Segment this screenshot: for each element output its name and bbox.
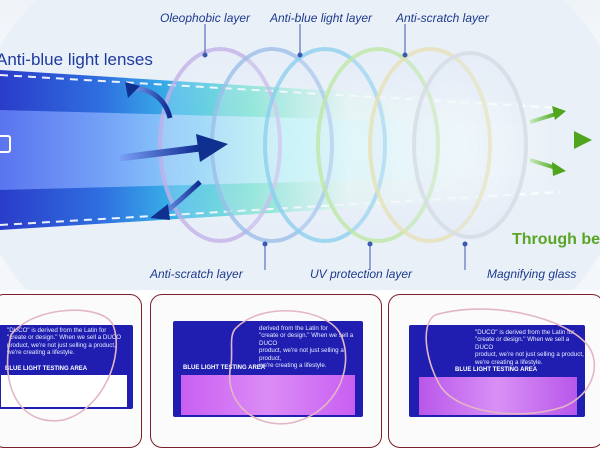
label-anti-scratch-layer-bottom: Anti-scratch layer: [150, 267, 243, 281]
label-uv-protection-layer: UV protection layer: [310, 267, 413, 281]
reflect-up-arrow: [125, 82, 140, 98]
lens-stack: [158, 47, 528, 243]
test-panel-2: derived from the Latin for "create or de…: [150, 294, 382, 448]
reflect-down-arrow: [150, 204, 170, 220]
testing-area-label: BLUE LIGHT TESTING AREA: [455, 367, 538, 373]
lens-magnifying: [412, 51, 528, 239]
through-text: Through ber: [512, 231, 600, 248]
passthrough-arrows: [528, 106, 592, 176]
testing-area-purple: [419, 377, 577, 415]
lens-outline: [228, 310, 347, 425]
testing-area-label: BLUE LIGHT TESTING AREA: [5, 366, 88, 372]
card-text: "DUCO" is derived from the Latin for "cr…: [7, 327, 122, 357]
testing-area-label: BLUE LIGHT TESTING AREA: [183, 365, 266, 371]
label-anti-scratch-layer-top: Anti-scratch layer: [396, 11, 489, 25]
test-panel-1: "DUCO" is derived from the Latin for "cr…: [0, 294, 142, 448]
lens-illustration: [0, 0, 600, 290]
label-magnifying-glass: Magnifying glass: [487, 267, 577, 281]
blue-light-arrow: [196, 134, 228, 162]
test-panel-3: "DUCO" is derived from the Latin for "cr…: [388, 294, 600, 448]
testing-area-purple: [181, 375, 355, 415]
test-card: derived from the Latin for "create or de…: [173, 321, 363, 417]
screen-icon: [0, 135, 11, 153]
lens-outline: [6, 309, 118, 422]
hero-title: Anti-blue light lenses: [0, 50, 153, 69]
card-text: "DUCO" is derived from the Latin for "cr…: [475, 329, 584, 366]
test-card: "DUCO" is derived from the Latin for "cr…: [0, 325, 133, 409]
card-text: derived from the Latin for "create or de…: [259, 325, 354, 370]
testing-area-white: [1, 375, 127, 407]
blue-light-test-panels: "DUCO" is derived from the Latin for "cr…: [0, 292, 600, 450]
lens-outline: [425, 308, 596, 415]
label-oleophobic-layer: Oleophobic layer: [160, 11, 251, 25]
label-anti-blue-light-layer: Anti-blue light layer: [270, 11, 373, 25]
lens-layers-diagram: Anti-blue light lenses Through ber Oleop…: [0, 0, 600, 290]
test-card: "DUCO" is derived from the Latin for "cr…: [409, 325, 585, 417]
